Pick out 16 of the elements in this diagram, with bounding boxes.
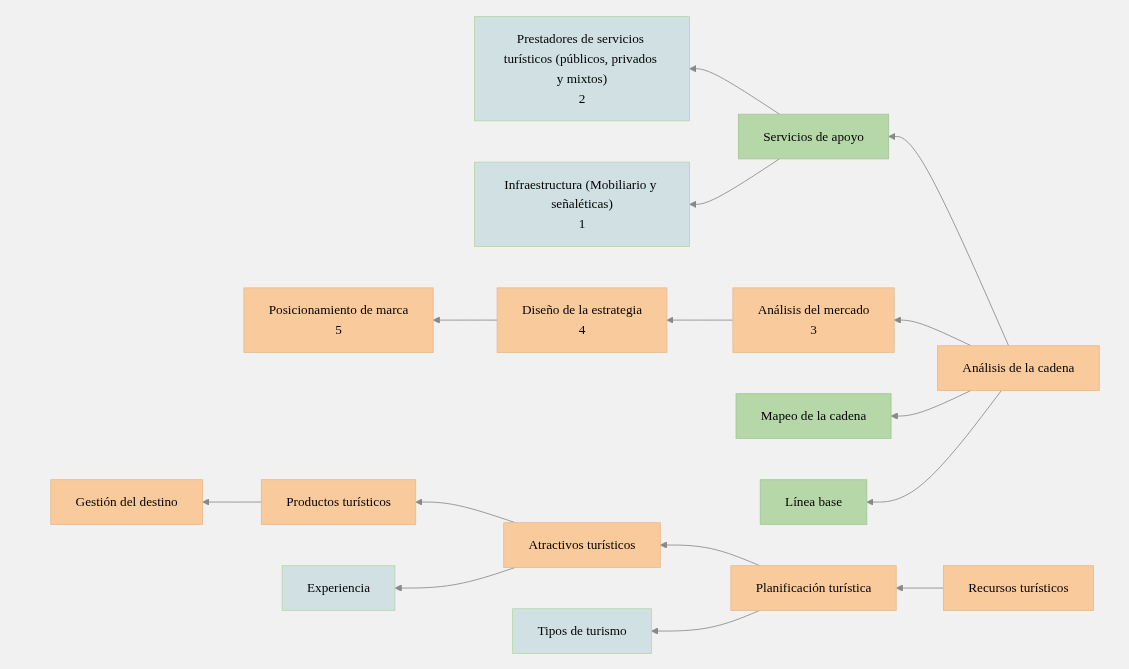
node-box: Análisis del mercado 3 [732, 287, 895, 353]
node-box: Servicios de apoyo [737, 113, 890, 160]
node-box: Mapeo de la cadena [735, 393, 892, 439]
node-box: Atractivos turísticos [503, 522, 661, 568]
node-box: Análisis de la cadena [937, 345, 1100, 391]
node-box: Infraestructura (Mobiliario y señaléticas) 1 [474, 161, 690, 247]
node-box: Experiencia [281, 565, 396, 611]
node-box: Prestadores de servicios turísticos (públicos, privados y mixtos) 2 [474, 16, 690, 122]
node-box: Planificación turística [730, 565, 897, 611]
node-box: Productos turísticos [260, 479, 417, 525]
node-box: Gestión del destino [50, 479, 203, 525]
node-box: Recursos turísticos [943, 565, 1094, 611]
node-box: Diseño de la estrategia 4 [496, 287, 668, 353]
node-box: Posicionamiento de marca 5 [243, 287, 434, 353]
node-box: Línea base [759, 479, 868, 525]
node-box: Tipos de turismo [512, 608, 652, 654]
